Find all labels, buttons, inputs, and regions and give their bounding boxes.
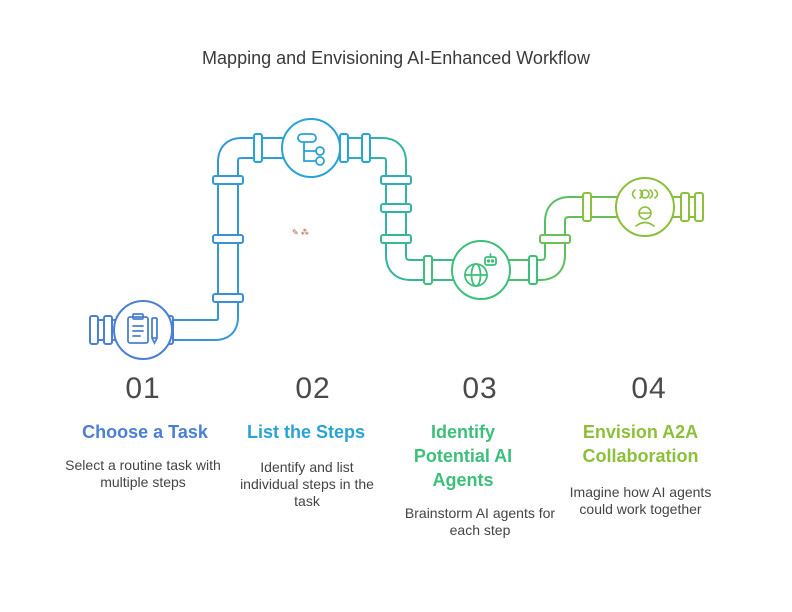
flange (253, 133, 263, 163)
flange (212, 175, 244, 185)
step-description: Identify and list individual steps in th… (240, 459, 374, 509)
flange (423, 255, 433, 285)
step-title: List the Steps (246, 422, 366, 442)
flange (361, 133, 371, 163)
step-number: 03 (462, 372, 498, 405)
flange (89, 315, 99, 345)
step-number: 02 (295, 372, 331, 405)
flange (680, 192, 690, 222)
flowchart-icon (281, 118, 341, 178)
step-title: Identify Potential AI Agents (413, 422, 513, 490)
flange (380, 234, 412, 244)
step-title: Envision A2A Collaboration (582, 422, 699, 466)
flange (339, 133, 349, 163)
step-number: 04 (631, 372, 667, 405)
flange (528, 255, 538, 285)
step-title: Choose a Task (82, 422, 208, 442)
flange (103, 315, 113, 345)
globe-robot-icon (451, 240, 511, 300)
flange (694, 192, 704, 222)
diagram-title: Mapping and Envisioning AI-Enhanced Work… (202, 48, 590, 68)
flange (212, 293, 244, 303)
agents-collaboration-icon (615, 177, 675, 237)
flange (582, 192, 592, 222)
watermark-logo: ✎ ⁂ (292, 228, 309, 237)
flange (380, 175, 412, 185)
step-description: Imagine how AI agents could work togethe… (569, 484, 712, 517)
clipboard-pen-icon (113, 300, 173, 360)
flange (380, 203, 412, 213)
flange (539, 234, 571, 244)
flange (212, 234, 244, 244)
step-description: Brainstorm AI agents for each step (404, 505, 556, 538)
step-number: 01 (125, 372, 161, 405)
step-description: Select a routine task with multiple step… (65, 457, 221, 490)
